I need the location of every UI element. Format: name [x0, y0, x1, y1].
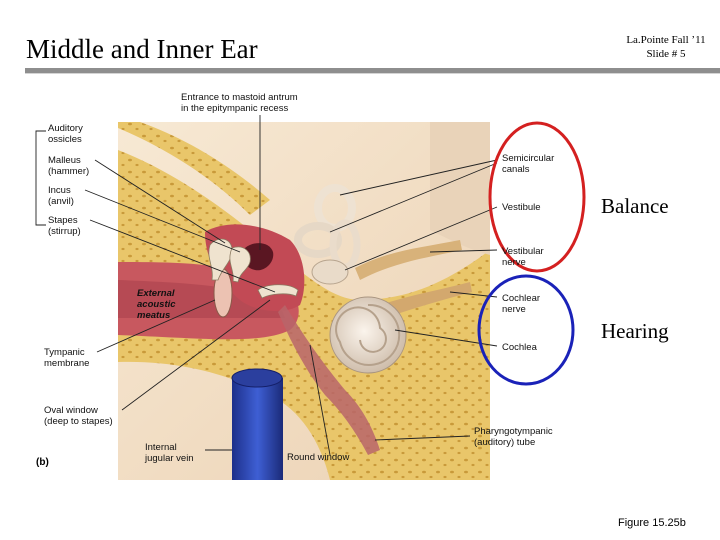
label-cochlear-line-1: Cochlear: [502, 293, 541, 304]
balance-ring: [488, 121, 586, 273]
label-vestibular-line-1: Vestibular: [502, 246, 544, 257]
pharyngotympanic-tube-shape: [278, 305, 380, 455]
canal-shadow: [118, 280, 285, 318]
leader-vestibule: [344, 206, 498, 271]
label-pharyngotympanic-tube: Pharyngotympanic (auditory) tube: [474, 426, 553, 448]
label-external-acoustic-meatus: External acoustic meatus: [137, 288, 176, 321]
label-pharyngo-line-2: (auditory) tube: [474, 437, 536, 448]
label-tympanic-line-2: membrane: [44, 358, 90, 369]
leader-semicircular-1: [339, 159, 498, 196]
figure-caption: Figure 15.25b: [618, 517, 686, 529]
label-meatus-line-3: meatus: [137, 310, 171, 321]
label-ossicles-line-2: ossicles: [48, 134, 82, 145]
label-semicircular-line-2: canals: [502, 164, 530, 175]
leader-round: [309, 344, 331, 456]
hearing-ring: [477, 274, 575, 386]
label-vestibular-line-2: nerve: [502, 257, 526, 268]
label-incus-line-2: (anvil): [48, 196, 74, 207]
vestibular-nerve-shape: [355, 240, 462, 280]
label-cochlear-nerve: Cochlear nerve: [502, 293, 540, 315]
label-malleus: Malleus (hammer): [48, 155, 89, 177]
label-stapes-line-2: (stirrup): [48, 226, 81, 237]
leader-vestibular-nerve: [429, 249, 498, 253]
label-oval-line-1: Oval window: [44, 405, 98, 416]
title-rule: [25, 68, 720, 73]
label-incus-line-1: Incus: [48, 185, 71, 196]
malleus-bone: [208, 238, 233, 281]
label-mastoid-line-1: Entrance to mastoid antrum: [181, 92, 298, 103]
label-jugular-line-2: jugular vein: [145, 453, 194, 464]
leader-stapes: [89, 219, 276, 293]
label-tympanic-line-1: Tympanic: [44, 347, 85, 358]
label-tympanic-membrane: Tympanic membrane: [44, 347, 89, 369]
leader-semicircular-2: [329, 162, 498, 233]
label-mastoid-antrum: Entrance to mastoid antrum in the epitym…: [181, 92, 298, 114]
leader-oval: [121, 299, 271, 411]
label-stapes-line-1: Stapes: [48, 215, 78, 226]
bracket-ossicles: [35, 130, 46, 226]
label-malleus-line-1: Malleus: [48, 155, 81, 166]
leader-tympanic: [96, 299, 216, 353]
label-cochlear-line-2: nerve: [502, 304, 526, 315]
label-internal-jugular-vein: Internal jugular vein: [145, 442, 194, 464]
stapes-bone: [257, 284, 299, 299]
credit-line-2: Slide # 5: [646, 48, 686, 60]
label-meatus-line-1: External: [137, 288, 175, 299]
label-mastoid-line-2: in the epitympanic recess: [181, 103, 289, 114]
panel-label: (b): [36, 457, 49, 468]
label-meatus-line-2: acoustic: [137, 299, 176, 310]
balance-annotation: Balance: [601, 194, 669, 218]
cochlear-nerve-shape: [380, 282, 472, 318]
credit-line-1: La.Pointe Fall ’11: [626, 34, 706, 46]
cochlea-shape: [329, 296, 407, 374]
title-rule-shadow: [25, 73, 720, 74]
label-jugular-line-1: Internal: [145, 442, 177, 453]
jugular-vein-opening: [231, 368, 283, 388]
slide-title: Middle and Inner Ear: [26, 34, 258, 64]
vestibule-shape: [311, 259, 349, 285]
inner-tissue: [430, 122, 490, 255]
label-vestibular-nerve: Vestibular nerve: [502, 246, 544, 268]
leader-incus: [84, 189, 241, 253]
label-round-line-1: Round window: [287, 452, 350, 463]
label-stapes: Stapes (stirrup): [48, 215, 81, 237]
mastoid-antrum-opening: [243, 243, 274, 271]
label-vestibule-line-1: Vestibule: [502, 202, 541, 213]
label-vestibule: Vestibule: [502, 202, 541, 213]
label-oval-line-2: (deep to stapes): [44, 416, 113, 427]
internal-jugular-vein-shape: [232, 369, 283, 480]
label-incus: Incus (anvil): [48, 185, 74, 207]
label-cochlea: Cochlea: [502, 342, 537, 353]
incus-bone: [229, 246, 251, 283]
label-semicircular-line-1: Semicircular: [502, 153, 555, 164]
label-auditory-ossicles: Auditory ossicles: [48, 123, 83, 145]
cochlea-spiral: [335, 303, 401, 366]
label-cochlea-line-1: Cochlea: [502, 342, 537, 353]
label-pharyngo-line-1: Pharyngotympanic: [474, 426, 553, 437]
semicircular-canal-2: [294, 222, 342, 258]
label-semicircular-canals: Semicircular canals: [502, 153, 554, 175]
slide-credit: La.Pointe Fall ’11 Slide # 5: [618, 33, 714, 61]
label-round-window: Round window: [287, 452, 349, 463]
label-ossicles-line-1: Auditory: [48, 123, 83, 134]
upper-bone-band: [118, 122, 270, 215]
leader-lines: [35, 115, 498, 456]
hearing-annotation: Hearing: [601, 319, 669, 343]
label-oval-window: Oval window (deep to stapes): [44, 405, 113, 427]
leader-malleus: [94, 159, 226, 244]
leader-pharyngo: [374, 435, 471, 441]
label-malleus-line-2: (hammer): [48, 166, 90, 177]
